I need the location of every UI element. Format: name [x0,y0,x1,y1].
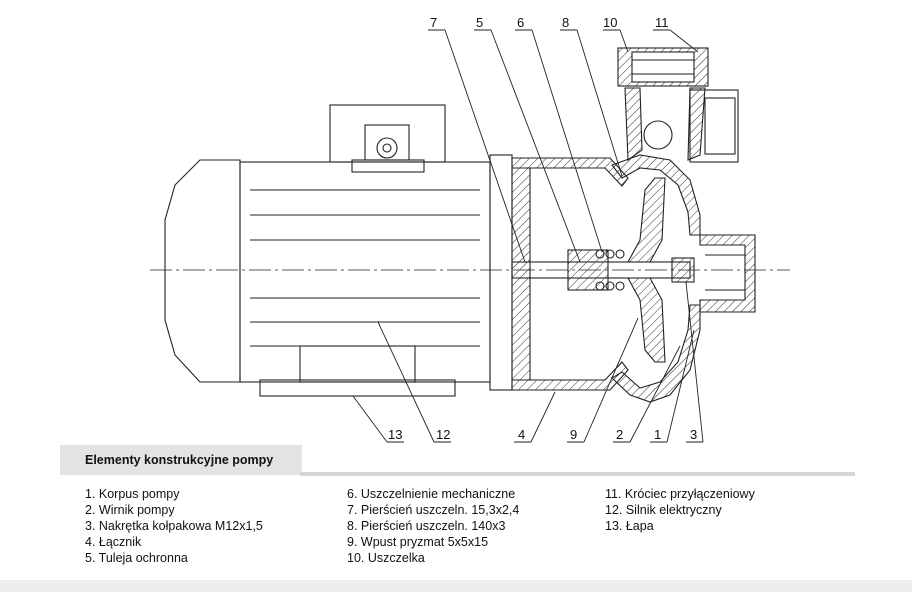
callout-3: 3 [690,427,697,442]
terminal-box [329,104,446,163]
callout-8: 8 [562,15,569,30]
legend-item: 8. Pierścień uszczeln. 140x3 [347,519,506,533]
callout-9: 9 [570,427,577,442]
mechanical-seal [595,249,625,291]
callout-12: 12 [436,427,450,442]
legend-item: 4. Łącznik [85,535,142,549]
protective-sleeve [567,249,609,291]
callout-10: 10 [603,15,617,30]
legend-item: 5. Tuleja ochronna [85,551,188,565]
pump-casing [611,154,701,236]
suction-inlet [699,234,756,313]
legend-column-2: 6. Uszczelnienie mechaniczne 7. Pierście… [347,486,519,566]
legend-item: 3. Nakrętka kołpakowa M12x1,5 [85,519,263,533]
impeller [627,177,666,263]
legend-item: 10. Uszczelka [347,551,425,565]
motor-cooling-fins [250,189,480,347]
side-port [689,89,739,163]
discharge-neck [624,87,643,162]
callout-6: 6 [517,15,524,30]
callout-4: 4 [518,427,525,442]
callout-13: 13 [388,427,402,442]
callout-2: 2 [616,427,623,442]
motor-flange [489,154,513,391]
legend-item: 9. Wpust pryzmat 5x5x15 [347,535,489,549]
callout-11: 11 [655,15,669,30]
legend-item: 2. Wirnik pompy [85,503,175,517]
legend-column-3: 11. Króciec przyłączeniowy 12. Silnik el… [605,486,755,534]
section-title: Elementy konstrukcyjne pompy [85,453,274,467]
section-header: Elementy konstrukcyjne pompy [60,445,302,475]
impeller-nut [671,257,695,283]
legend-item: 6. Uszczelnienie mechaniczne [347,487,516,501]
motor-foot [259,379,456,397]
legend-column-1: 1. Korpus pompy 2. Wirnik pompy 3. Nakrę… [85,486,263,566]
legend-item: 7. Pierścień uszczeln. 15,3x2,4 [347,503,520,517]
cable-gland [376,137,398,159]
motor-body [239,161,491,383]
legend-item: 12. Silnik elektryczny [605,503,722,517]
header-divider [300,472,855,476]
callout-1: 1 [654,427,661,442]
legend-item: 11. Króciec przyłączeniowy [605,487,755,501]
callout-5: 5 [476,15,483,30]
pump-cross-section-drawing: 7 5 6 8 10 11 13 12 4 9 2 1 3 [150,15,790,443]
legend-item: 1. Korpus pompy [85,487,180,501]
footer-band [0,580,912,592]
motor-fan-cover [164,159,241,383]
callout-7: 7 [430,15,437,30]
legend-item: 13. Łapa [605,519,654,533]
